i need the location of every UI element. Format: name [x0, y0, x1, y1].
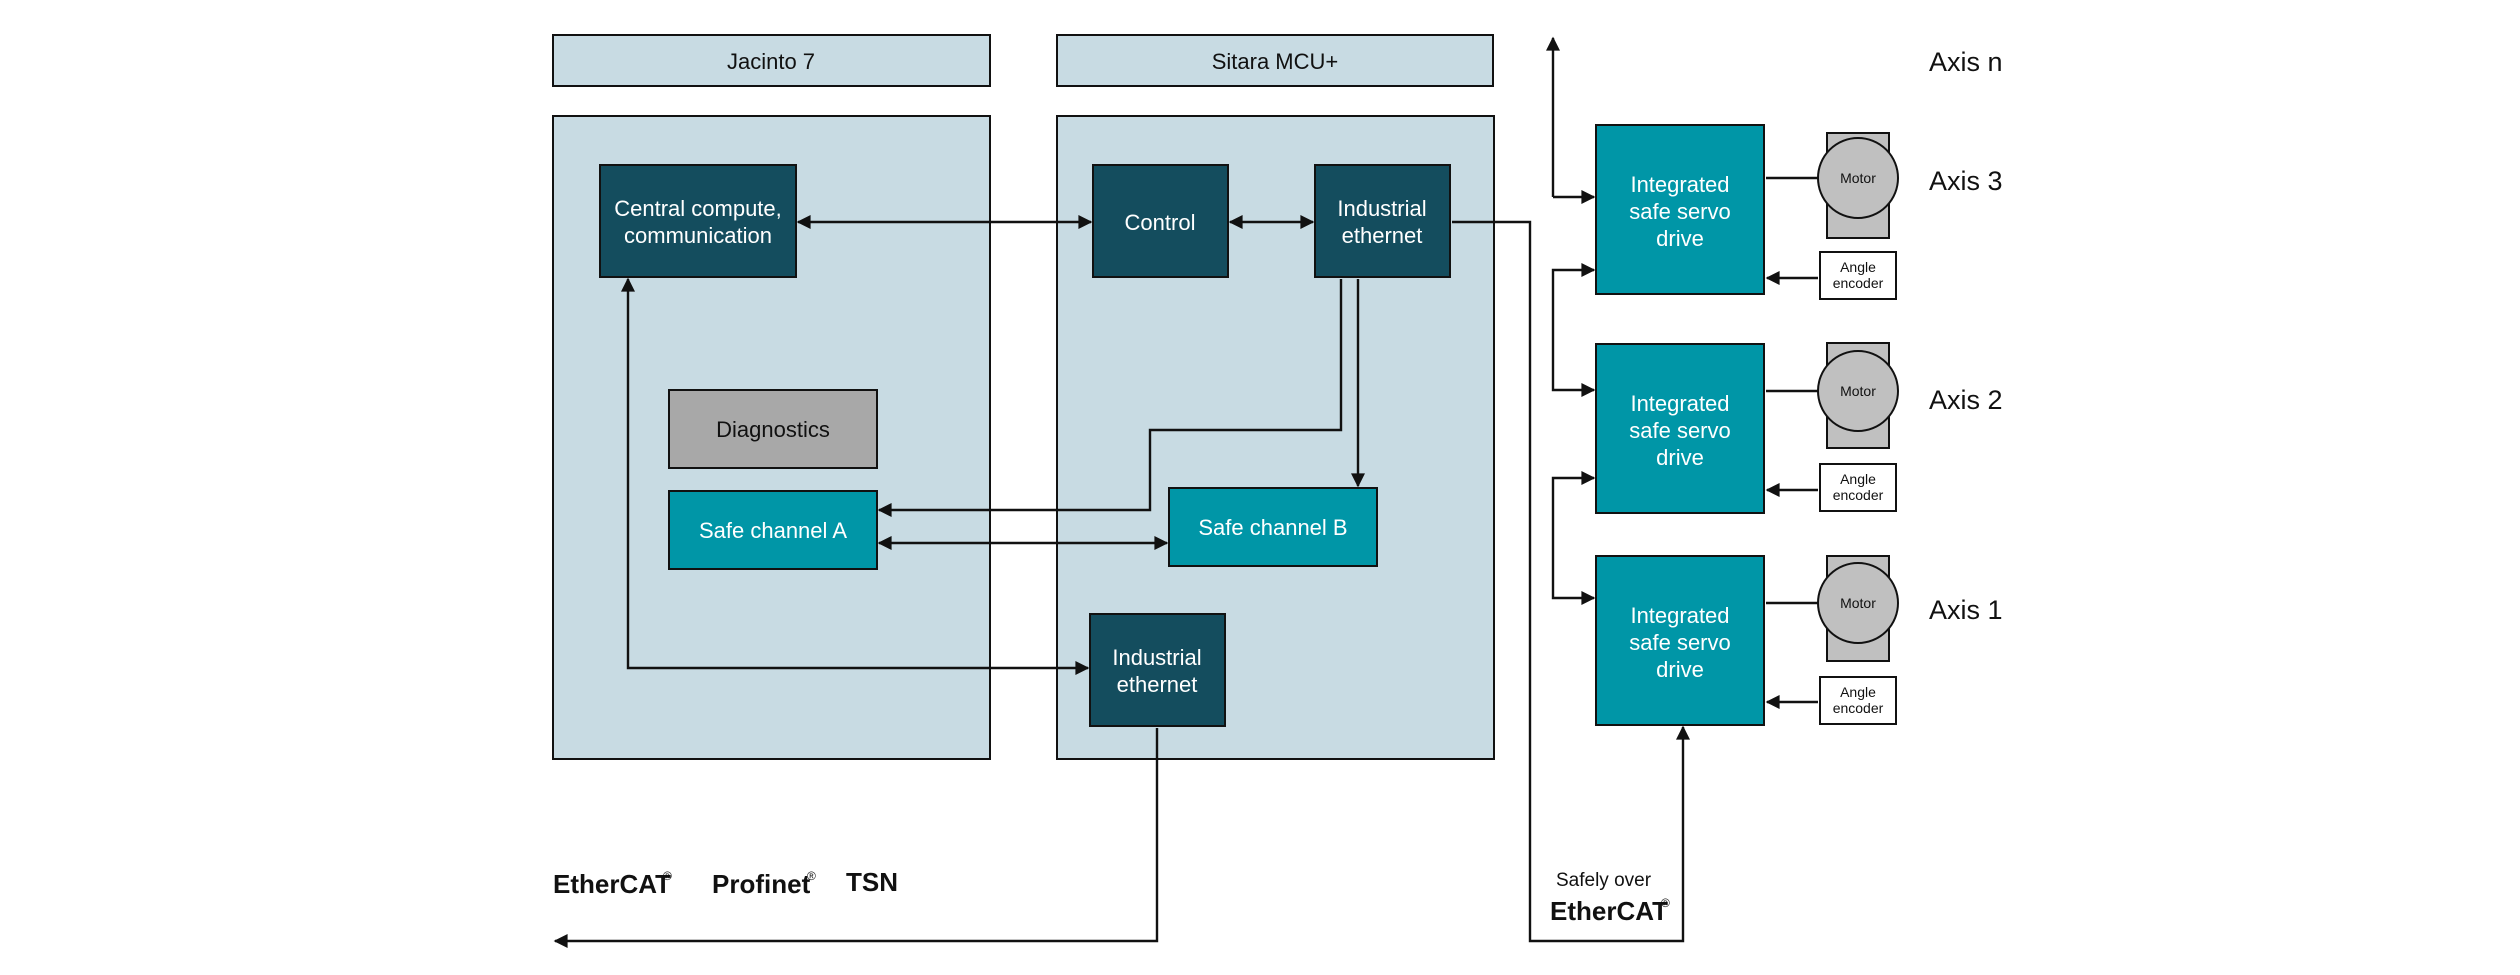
safe-channel-b-block [1168, 487, 1378, 567]
encoder-3-label-1: Angle [1840, 259, 1876, 275]
jacinto-title: Jacinto 7 [727, 49, 815, 74]
sitara-group: Sitara MCU+ Control Industrial ethernet … [1056, 34, 1495, 760]
drive-3-block [1595, 124, 1765, 295]
encoder-3-label-2: encoder [1833, 275, 1884, 291]
encoder-1-label-1: Angle [1840, 684, 1876, 700]
drive-1-label-3: drive [1656, 657, 1704, 682]
motor-3-label: Motor [1840, 170, 1876, 186]
drive-3-label-3: drive [1656, 226, 1704, 251]
drive-3-label-2: safe servo [1629, 199, 1731, 224]
encoder-3-block [1819, 251, 1897, 300]
safely-over-label: Safely over [1556, 870, 1652, 891]
axis-2-label: Axis 2 [1929, 385, 2003, 415]
axis-2-unit: Integrated safe servo drive Motor Angle … [1595, 342, 2003, 514]
motor-2-circle [1817, 350, 1899, 432]
axis-1-unit: Integrated safe servo drive Motor Angle … [1595, 555, 2003, 726]
drive-2-to-drive-1-link [1551, 471, 1596, 605]
drive-3-to-drive-2-link [1551, 263, 1596, 397]
encoder-1-label-2: encoder [1833, 700, 1884, 716]
diagnostics-label: Diagnostics [716, 417, 830, 442]
motor-1-label: Motor [1840, 595, 1876, 611]
encoder-2-label-2: encoder [1833, 487, 1884, 503]
industrial-ethernet-bottom-block [1089, 613, 1226, 727]
jacinto-group: Jacinto 7 Central compute, communication… [552, 34, 991, 760]
protocol-ethercat: EtherCAT [553, 869, 671, 899]
safely-over-protocol: EtherCAT [1550, 896, 1668, 926]
motor-2-label: Motor [1840, 383, 1876, 399]
safely-over-protocol-reg: ® [1661, 896, 1670, 910]
industrial-ethernet-top-block [1314, 164, 1451, 278]
drive-1-label-2: safe servo [1629, 630, 1731, 655]
encoder-2-label-1: Angle [1840, 471, 1876, 487]
industrial-ethernet-bottom-label-2: ethernet [1117, 672, 1198, 697]
motor-1-circle [1817, 562, 1899, 644]
axis-3-unit: Integrated safe servo drive Motor Angle … [1595, 124, 2003, 300]
motor-3-circle [1817, 137, 1899, 219]
protocols: EtherCAT ® Profinet ® TSN Safely over Et… [553, 867, 1670, 926]
drive-2-block [1595, 343, 1765, 514]
industrial-ethernet-bottom-label-1: Industrial [1112, 645, 1201, 670]
protocol-ethercat-reg: ® [663, 869, 672, 883]
central-compute-block [599, 164, 797, 278]
protocol-profinet: Profinet [712, 869, 811, 899]
drive-chain: Axis n Integrated safe servo drive Motor… [1546, 36, 2003, 726]
protocol-tsn: TSN [846, 867, 898, 897]
drive-2-label-2: safe servo [1629, 418, 1731, 443]
axis-3-label: Axis 3 [1929, 166, 2003, 196]
ethercat-ring-line [1452, 220, 1690, 943]
safe-channel-a-label: Safe channel A [699, 518, 847, 543]
central-compute-label-1: Central compute, [614, 196, 782, 221]
bottom-ethernet-output-arrow [553, 728, 1159, 948]
control-block [1092, 164, 1229, 278]
safe-channel-b-label: Safe channel B [1198, 515, 1347, 540]
central-compute-label-2: communication [624, 223, 772, 248]
drive-3-label-1: Integrated [1630, 172, 1729, 197]
sitara-title-box [1056, 34, 1494, 87]
axis-1-label: Axis 1 [1929, 595, 2003, 625]
drive-2-label-1: Integrated [1630, 391, 1729, 416]
industrial-ethernet-top-label-2: ethernet [1342, 223, 1423, 248]
sitara-title: Sitara MCU+ [1212, 49, 1339, 74]
jacinto-title-box [552, 34, 991, 87]
encoder-1-block [1819, 676, 1897, 725]
axis-n-label: Axis n [1929, 47, 2003, 77]
protocol-profinet-reg: ® [807, 869, 816, 883]
central-to-bottom-ethernet-arrow [621, 277, 1090, 675]
drive-1-block [1595, 555, 1765, 726]
control-label: Control [1125, 210, 1196, 235]
industrial-ethernet-top-label-1: Industrial [1337, 196, 1426, 221]
internal-connections [553, 215, 1690, 948]
drive-1-label-1: Integrated [1630, 603, 1729, 628]
encoder-2-block [1819, 463, 1897, 512]
drive-2-label-3: drive [1656, 445, 1704, 470]
